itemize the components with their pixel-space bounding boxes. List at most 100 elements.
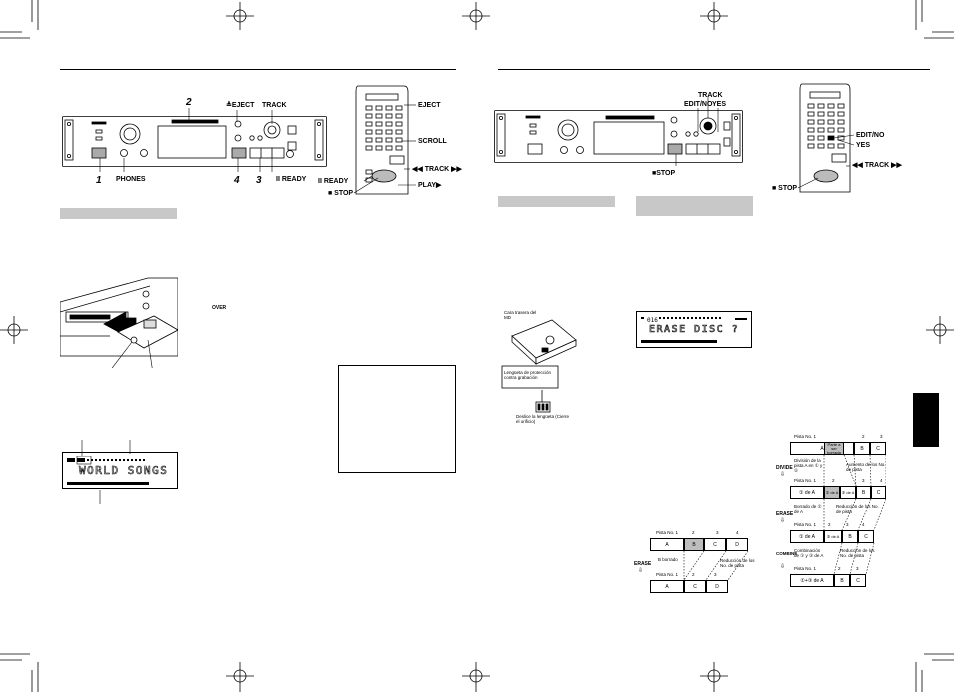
md-write-protect-illustration <box>501 319 577 413</box>
edit-top-cell-c: C <box>870 442 886 455</box>
md-deck-front-panel-illustration-right <box>494 110 743 163</box>
erase-bottom-cell-a: A <box>650 580 684 593</box>
edit-erase-arrow-icon: ⇩ <box>780 518 786 524</box>
edit-top-num-3: 3 <box>880 434 883 439</box>
edit-erase-note: Borrado de ② de A <box>794 504 822 515</box>
edit-diagram: Pista No. 1 2 3 A Parte a ser borrada B … <box>776 432 886 588</box>
edit-divide-num-4: 4 <box>880 478 883 483</box>
edit-divide-cell-b: B <box>856 486 871 499</box>
edit-divide-cell-3: ③ de A <box>840 486 856 499</box>
erase-bottom-cell-d: D <box>706 580 728 593</box>
erase-top-cell-c: C <box>704 538 726 551</box>
phones-label: PHONES <box>116 176 146 183</box>
erase-bottom-cell-c: C <box>684 580 706 593</box>
right-track-label: TRACK <box>698 92 723 99</box>
erase-num-3: 3 <box>716 530 719 535</box>
erase-bottom-num-3: 3 <box>714 572 717 577</box>
edit-erase-cell-b: B <box>842 530 858 543</box>
edit-erase-cell-1: ① de A <box>790 530 824 543</box>
edit-divide-cell-1: ① de A <box>790 486 824 499</box>
edit-combine-cell-b: B <box>834 574 850 587</box>
remote-ready-label: II READY <box>318 178 349 185</box>
right-remote-edit-no-label: EDIT/NO <box>856 132 885 139</box>
lcd-indicators-right: 016 <box>641 317 747 343</box>
edit-divide-row-label: Pista No. 1 <box>794 478 817 483</box>
md-deck-front-panel-illustration <box>62 116 327 167</box>
edit-erase-num-4: 4 <box>862 522 865 527</box>
erase-diagram: Pista No. 1 2 3 4 A B C D ERASE ⇩ B borr… <box>620 530 760 594</box>
edit-combine-cell-a: ①+③ de A <box>790 574 834 587</box>
edit-top-num-2: 2 <box>862 434 865 439</box>
erase-note-reduce: Reducción de los No. de pista <box>720 558 755 569</box>
edit-top-row-label: Pista No. 1 <box>794 434 817 439</box>
eject-label: ≜EJECT <box>226 102 255 109</box>
right-stop-label: ■STOP <box>652 170 676 177</box>
erase-title: ERASE <box>634 561 652 567</box>
edit-divide-cell-c: C <box>871 486 886 499</box>
remote-stop-label: ■ STOP <box>328 190 354 197</box>
edit-divide-title: DIVIDE <box>776 465 793 471</box>
md-insertion-illustration <box>60 277 178 368</box>
ready-label: II READY <box>276 176 307 183</box>
lcd-left-leaders <box>81 440 131 504</box>
remote-right-leaders <box>797 134 855 189</box>
notice-box <box>338 365 456 473</box>
left-lcd-display: WORLD SONGS <box>62 452 178 489</box>
remote-scroll-label: SCROLL <box>418 138 447 145</box>
edit-divide-cell-2: ② de A <box>824 486 840 499</box>
edit-combine-title: COMBINE <box>776 551 798 556</box>
edit-combine-row-label: Pista No. 1 <box>794 566 817 571</box>
right-section-heading-bar-2 <box>636 196 753 216</box>
right-header-rule <box>498 69 930 70</box>
edit-divide-note2: Aumento de los No. de pista <box>846 462 886 473</box>
md-slide-label: Deslice la lengüeta (Cierre el orificio) <box>516 414 570 425</box>
edit-top-cell-part: Parte a ser borrada <box>824 442 844 455</box>
lcd-title-text: WORLD SONGS <box>79 464 169 478</box>
erase-row-label-top: Pista No. 1 <box>656 530 679 535</box>
edit-erase-title: ERASE <box>776 511 794 517</box>
edit-erase-num-2: 2 <box>828 522 831 527</box>
erase-diagram-guides <box>683 550 749 581</box>
right-section-heading-bar-1 <box>498 196 615 207</box>
step-2-label: 2 <box>186 97 192 108</box>
step-4-label: 4 <box>234 175 240 186</box>
edit-divide-num-3: 3 <box>862 478 865 483</box>
edit-erase-note2: Reducción de los No. de pista <box>836 504 879 515</box>
track-label: TRACK <box>262 102 287 109</box>
step-1-label: 1 <box>96 175 102 186</box>
erase-bottom-num-2: 2 <box>692 572 695 577</box>
erase-top-cell-a: A <box>650 538 684 551</box>
edit-diagram-guides <box>823 454 886 575</box>
edit-erase-row-label: Pista No. 1 <box>794 522 817 527</box>
right-remote-stop-label: ■ STOP <box>772 185 798 192</box>
edit-erase-num-3: 3 <box>846 522 849 527</box>
erase-num-4: 4 <box>736 530 739 535</box>
left-header-rule <box>60 69 456 70</box>
erase-row-label-bottom: Pista No. 1 <box>656 572 679 577</box>
erase-arrow-icon: ⇩ <box>638 568 644 574</box>
remote-control-illustration-right <box>799 83 851 193</box>
right-lcd-display: 016 ERASE DISC ? <box>636 311 752 348</box>
right-remote-track-label: ◀◀ TRACK ▶▶ <box>852 162 902 169</box>
lcd-indicators-left <box>67 456 149 485</box>
remote-play-label: PLAY▶ <box>418 182 442 189</box>
erase-note-erased: B borrado <box>658 557 678 562</box>
step-3-label: 3 <box>256 175 262 186</box>
md-tab-label: Lengüeta de protección contra grabación <box>504 370 552 381</box>
remote-left-leaders <box>353 104 416 194</box>
edit-erase-cell-3: ③ de A <box>824 530 842 543</box>
right-edit-no-label: EDIT/NO <box>684 101 713 108</box>
left-section-heading-bar <box>60 208 177 219</box>
svg-text:016: 016 <box>647 317 658 324</box>
remote-eject-label: EJECT <box>418 102 441 109</box>
edit-combine-num-3: 3 <box>856 566 859 571</box>
language-section-tab <box>913 393 939 447</box>
edit-combine-arrow-icon: ⇩ <box>780 564 786 570</box>
edit-combine-note: Combinación de ① y ③ de A <box>794 548 824 559</box>
edit-combine-num-2: 2 <box>838 566 841 571</box>
edit-erase-cell-c: C <box>858 530 874 543</box>
edit-combine-cell-c: C <box>850 574 866 587</box>
md-back-label: Cara trasera del MD <box>504 310 537 321</box>
edit-divide-arrow-icon: ⇩ <box>780 472 786 478</box>
right-remote-yes-label: YES <box>856 142 871 149</box>
